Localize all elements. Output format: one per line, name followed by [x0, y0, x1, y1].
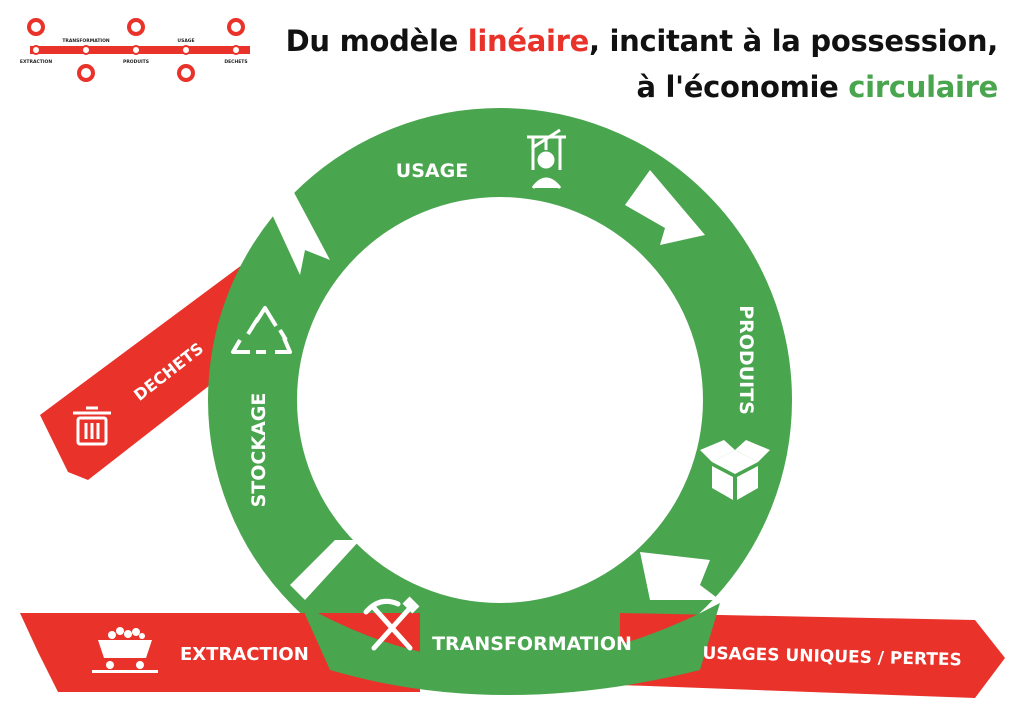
usages-arrow: [620, 613, 1005, 698]
mini-label-dechets: DECHETS: [224, 59, 247, 65]
box-icon: [700, 440, 770, 500]
mini-node: [81, 45, 91, 55]
title-text: Du modèle: [285, 24, 468, 58]
ring-inner: [297, 197, 703, 603]
puppet-icon: [527, 128, 566, 189]
mini-label-extraction: EXTRACTION: [20, 59, 52, 65]
hammer-pick-icon: [363, 596, 420, 651]
title-highlight-circulaire: circulaire: [848, 70, 998, 104]
ring-separator: [270, 185, 330, 275]
linear-bottom-arrow: EXTRACTION USAGES UNIQUES / PERTES: [20, 603, 1005, 698]
transformation-segment: [300, 603, 720, 695]
mini-node: [181, 45, 191, 55]
mini-linear-diagram: TRANSFORMATION USAGE EXTRACTION PRODUITS…: [20, 18, 250, 82]
title-highlight-lineaire: linéaire: [467, 24, 590, 58]
title-text: à l'économie: [636, 70, 849, 104]
mine-cart-icon: [92, 627, 158, 673]
green-ring: [208, 108, 792, 692]
transformation-label: TRANSFORMATION: [432, 633, 632, 655]
mini-node: [231, 45, 241, 55]
ring-separator: [640, 552, 720, 600]
main-title: Du modèle linéaire, incitant à la posses…: [285, 18, 999, 110]
recycle-icon: [231, 306, 292, 354]
stockage-label: STOCKAGE: [248, 393, 270, 508]
produits-label: PRODUITS: [735, 305, 757, 415]
mini-label-transformation: TRANSFORMATION: [62, 38, 110, 44]
mini-label-usage: USAGE: [177, 38, 194, 44]
circular-economy-ring: [208, 108, 792, 692]
title-line-1: Du modèle linéaire, incitant à la posses…: [285, 18, 999, 64]
extraction-label: EXTRACTION: [180, 644, 309, 665]
title-line-2: à l'économie circulaire: [286, 64, 998, 110]
trash-icon: [73, 406, 111, 446]
usage-label: USAGE: [396, 160, 468, 182]
title-text: , incitant à la possession,: [589, 24, 998, 58]
ring-separator: [250, 540, 360, 625]
ring-separator: [625, 170, 705, 245]
mini-node: [131, 45, 141, 55]
mini-label-produits: PRODUITS: [123, 59, 149, 65]
mini-node: [31, 45, 41, 55]
